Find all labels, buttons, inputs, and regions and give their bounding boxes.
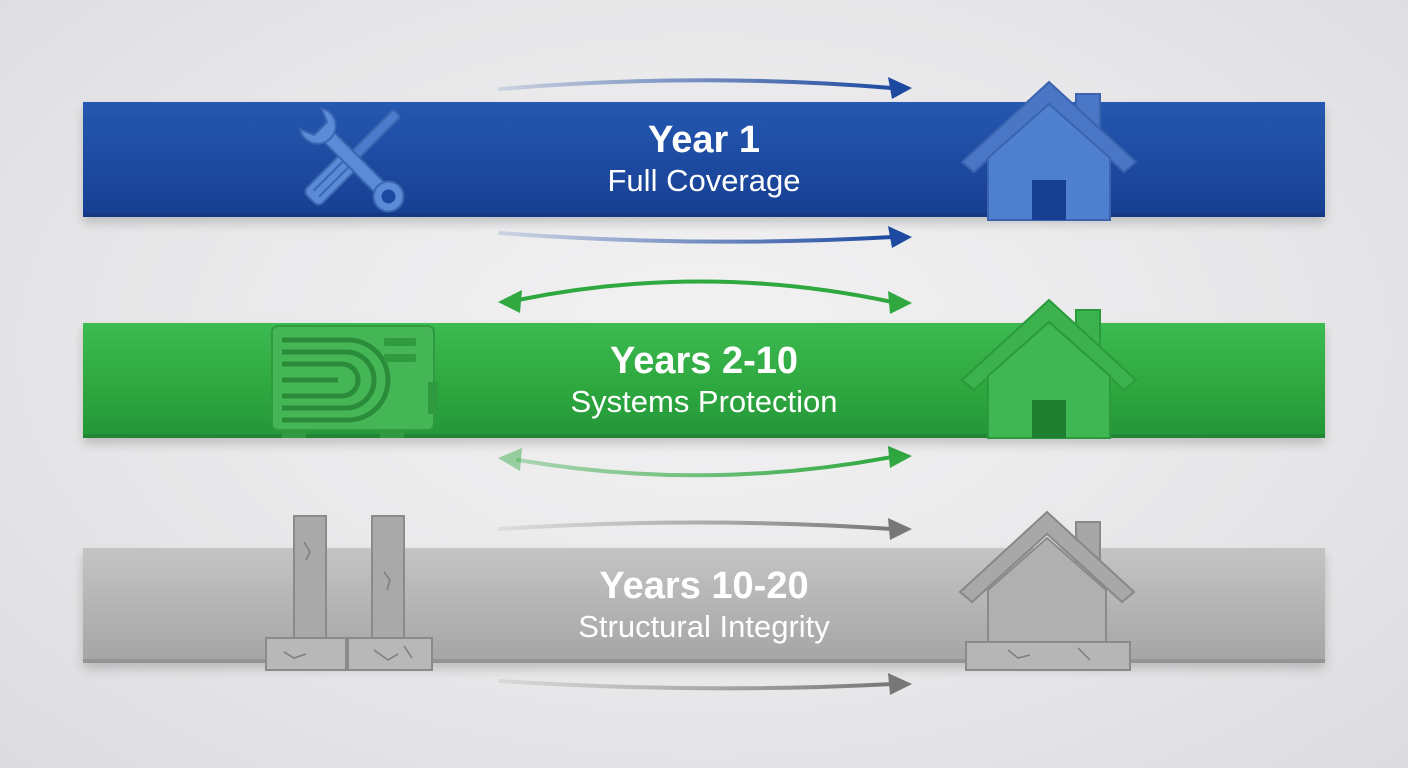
house-on-foundation-icon	[958, 510, 1136, 671]
gray-arrow-bottom	[498, 673, 912, 695]
tier-subtitle: Systems Protection	[570, 384, 838, 419]
house-icon	[960, 80, 1138, 221]
tier-band-year-1: Year 1 Full Coverage	[83, 102, 1325, 217]
foundation-pillars-icon	[265, 515, 433, 671]
tier-subtitle: Structural Integrity	[578, 609, 830, 644]
tier-title: Years 10-20	[599, 565, 809, 607]
wrench-screwdriver-icon	[298, 106, 405, 213]
green-arrow-top	[498, 279, 912, 314]
tier-title: Year 1	[648, 119, 760, 161]
house-icon	[960, 298, 1138, 439]
green-arrow-bottom	[498, 446, 912, 478]
gray-arrow-top	[498, 518, 912, 540]
blue-arrow-top	[498, 77, 912, 99]
tier-title: Years 2-10	[609, 340, 799, 382]
tier-label: Years 2-10 Systems Protection	[83, 339, 1325, 421]
tier-label: Year 1 Full Coverage	[83, 118, 1325, 200]
blue-arrow-bottom	[498, 226, 912, 248]
air-conditioner-icon	[271, 325, 438, 438]
tier-label: Years 10-20 Structural Integrity	[83, 564, 1325, 646]
tier-subtitle: Full Coverage	[607, 163, 801, 198]
